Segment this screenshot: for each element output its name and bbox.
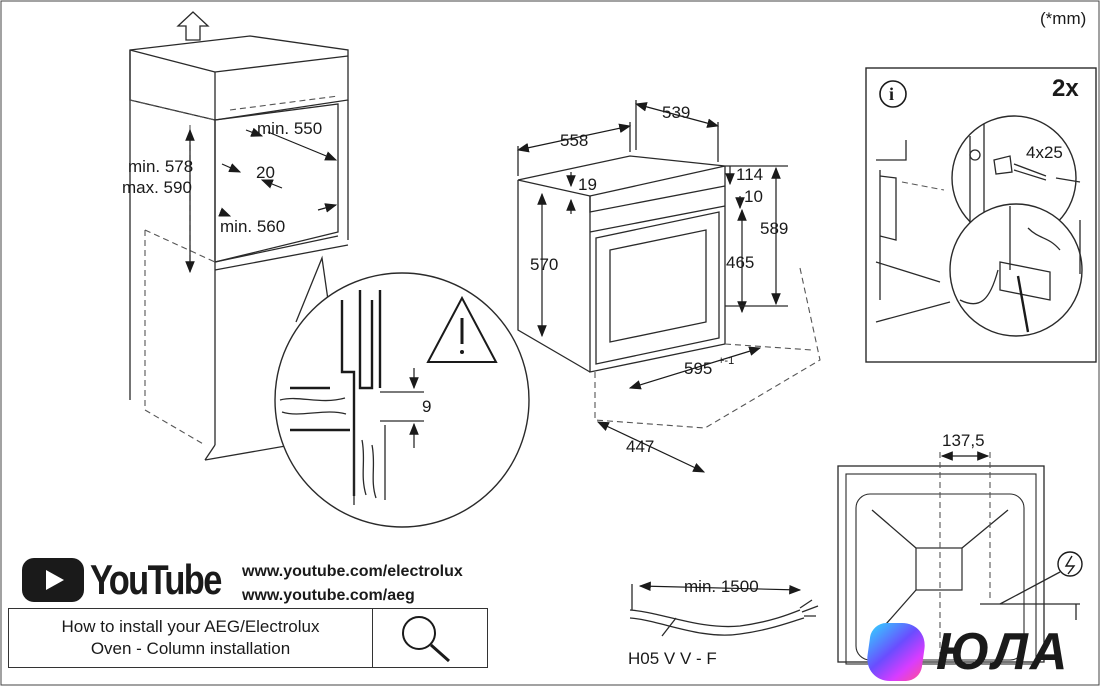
oven-front-width-tolerance: +-1 (718, 355, 734, 367)
cabinet-gap-label: 20 (256, 163, 275, 182)
oven-total-height-label: 589 (760, 219, 788, 238)
screw-size-label: 4x25 (1026, 143, 1063, 162)
power-icon (1057, 551, 1083, 577)
howto-line-2: Oven - Column installation (90, 639, 291, 658)
detail-gap-label: 9 (422, 397, 431, 416)
youtube-play-icon (22, 558, 84, 602)
brand-watermark: ЮЛА (863, 618, 1100, 686)
oven-front-top-label: 114 (736, 165, 763, 184)
info-symbol: i (889, 84, 894, 104)
youtube-link-aeg[interactable]: www.youtube.com/aeg (242, 587, 415, 604)
oven-base-depth-label: 447 (626, 437, 654, 456)
brand-logo-icon (863, 623, 929, 681)
youtube-wordmark: YouTube (90, 556, 222, 603)
youtube-link-electrolux[interactable]: www.youtube.com/electrolux (242, 563, 463, 580)
fixing-count-label: 2x (1052, 75, 1079, 102)
cabinet-drawing: min. 550 min. 578 max. 590 20 min. 560 (122, 11, 349, 461)
gap-detail-circle: 9 (274, 255, 530, 528)
howto-line-1: How to install your AEG/Electrolux (61, 617, 320, 636)
fixing-panel: i 2x 4x25 (865, 67, 1097, 363)
cabinet-width-label: min. 560 (220, 217, 285, 236)
howto-text: How to install your AEG/Electrolux Oven … (9, 609, 373, 667)
cabinet-height-max-label: max. 590 (122, 178, 192, 197)
oven-drawing: 558 539 19 570 114 10 465 589 595 +-1 44… (516, 100, 821, 473)
oven-top-width-label: 539 (662, 103, 690, 122)
youtube-links: www.youtube.com/electrolux www.youtube.c… (242, 560, 463, 608)
cable-length-label: min. 1500 (684, 577, 759, 596)
search-button[interactable] (373, 609, 487, 667)
back-panel-offset-label: 137,5 (942, 431, 985, 450)
cabinet-height-min-label: min. 578 (128, 157, 193, 176)
back-panel-drawing: 137,5 (837, 431, 1083, 665)
up-arrow-icon (176, 11, 210, 41)
oven-top-offset-label: 19 (578, 175, 597, 194)
howto-search-box[interactable]: How to install your AEG/Electrolux Oven … (8, 608, 488, 668)
brand-name: ЮЛА (936, 623, 1070, 681)
magnifier-icon (402, 616, 450, 663)
oven-body-height-label: 570 (530, 255, 558, 274)
units-note: (*mm) (1040, 9, 1086, 28)
oven-panel-offset-label: 10 (744, 187, 763, 206)
cabinet-depth-label: min. 550 (257, 119, 322, 138)
warning-icon (426, 295, 498, 363)
oven-front-width-label: 595 (684, 359, 712, 378)
cable-type-label: H05 V V - F (628, 649, 717, 668)
cable-drawing: min. 1500 H05 V V - F (628, 577, 819, 668)
oven-door-height-label: 465 (726, 253, 754, 272)
oven-depth-label: 558 (560, 131, 588, 150)
info-icon (879, 80, 907, 108)
youtube-logo: YouTube (22, 556, 249, 604)
